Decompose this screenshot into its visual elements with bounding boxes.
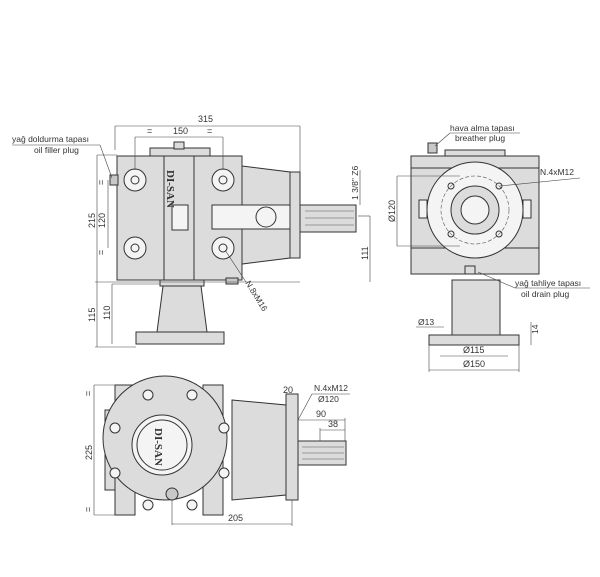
dim-flange-dia-bottom: Ø120 bbox=[318, 394, 339, 404]
breather-plug bbox=[427, 142, 438, 154]
dim-equal: = bbox=[96, 180, 106, 185]
bolt-icon bbox=[186, 499, 198, 511]
base-flange bbox=[135, 331, 225, 345]
pedestal bbox=[156, 285, 208, 333]
center-plate bbox=[171, 204, 189, 231]
bolt-icon bbox=[142, 389, 154, 401]
housing-bolts bbox=[109, 389, 230, 511]
splined-shaft bbox=[299, 204, 357, 233]
dim-315: 315 bbox=[198, 114, 213, 124]
output-flange bbox=[289, 171, 301, 259]
dim-110: 110 bbox=[102, 306, 112, 320]
oil-filler-plug bbox=[109, 174, 119, 186]
bolt-icon bbox=[211, 168, 235, 192]
dim-38: 38 bbox=[328, 419, 338, 429]
dim-hole: Ø13 bbox=[418, 317, 434, 327]
dim-flange-dia: Ø120 bbox=[387, 200, 397, 222]
bolt-icon bbox=[447, 182, 455, 190]
arm-hole bbox=[255, 206, 277, 228]
arm bbox=[211, 204, 291, 230]
dim-115: 115 bbox=[87, 308, 97, 322]
front-view: DI-SAN 315 = 150 = 21 bbox=[12, 114, 371, 348]
bolt-spec-n8xm16: N.8xM16 bbox=[243, 279, 270, 313]
dim-equal: = bbox=[83, 507, 93, 512]
dim-equal: = bbox=[83, 391, 93, 396]
bolt-icon bbox=[495, 230, 503, 238]
label-drain-tr: yağ tahliye tapası bbox=[515, 278, 581, 288]
logo-front: DI-SAN bbox=[164, 170, 176, 208]
breather-plug bbox=[173, 141, 185, 150]
bottom-view: DI-SAN 225 = = 205 20 N.4xM12 Ø120 90 bbox=[83, 375, 350, 526]
oil-drain-plug bbox=[464, 265, 476, 275]
output-flange bbox=[285, 393, 299, 501]
label-breather-tr: hava alma tapası bbox=[450, 123, 515, 133]
bolt-spec-n4xm12-bottom: N.4xM12 bbox=[314, 383, 348, 393]
dim-225: 225 bbox=[84, 445, 94, 460]
pedestal-collar bbox=[159, 279, 205, 287]
label-breather-en: breather plug bbox=[455, 133, 505, 143]
bolt-icon bbox=[218, 422, 230, 434]
cone-housing bbox=[231, 399, 287, 501]
bolt-icon bbox=[447, 230, 455, 238]
cover-plate bbox=[131, 414, 193, 476]
shaft-bore bbox=[460, 195, 490, 225]
dim-215: 215 bbox=[87, 213, 97, 228]
side-view: hava alma tapası breather plug N.4xM12 Ø… bbox=[387, 123, 590, 372]
plug bbox=[165, 487, 179, 501]
dim-base-thickness: 14 bbox=[530, 324, 540, 334]
dim-111: 111 bbox=[360, 246, 370, 260]
dim-150: 150 bbox=[173, 126, 188, 136]
dim-20: 20 bbox=[283, 385, 293, 395]
shaft-spec: 1 3/8" Z6 bbox=[350, 166, 360, 200]
bolt-icon bbox=[123, 236, 147, 260]
dim-bolt-circle: Ø115 bbox=[463, 345, 484, 355]
bolt-icon bbox=[218, 467, 230, 479]
bolt-icon bbox=[109, 422, 121, 434]
label-drain-en: oil drain plug bbox=[521, 289, 569, 299]
dim-equal: = bbox=[147, 126, 152, 136]
pedestal bbox=[451, 279, 501, 336]
label-filler-en: oil filler plug bbox=[34, 145, 79, 155]
bolt-icon bbox=[142, 499, 154, 511]
drain-plug bbox=[225, 277, 239, 285]
logo-bottom: DI-SAN bbox=[152, 428, 164, 466]
bolt-icon bbox=[109, 467, 121, 479]
dim-equal: = bbox=[207, 126, 212, 136]
label-filler-tr: yağ doldurma tapası bbox=[12, 134, 89, 144]
dim-120: 120 bbox=[97, 213, 107, 228]
dim-equal: = bbox=[96, 250, 106, 255]
dim-90: 90 bbox=[316, 409, 326, 419]
dim-205: 205 bbox=[228, 513, 243, 523]
bolt-icon bbox=[123, 168, 147, 192]
bolt-icon bbox=[211, 236, 235, 260]
bolt-spec-n4xm12: N.4xM12 bbox=[540, 167, 574, 177]
bolt-icon bbox=[186, 389, 198, 401]
base-flange bbox=[428, 334, 520, 346]
body-bolts bbox=[123, 168, 235, 260]
dim-base-dia: Ø150 bbox=[463, 359, 485, 369]
